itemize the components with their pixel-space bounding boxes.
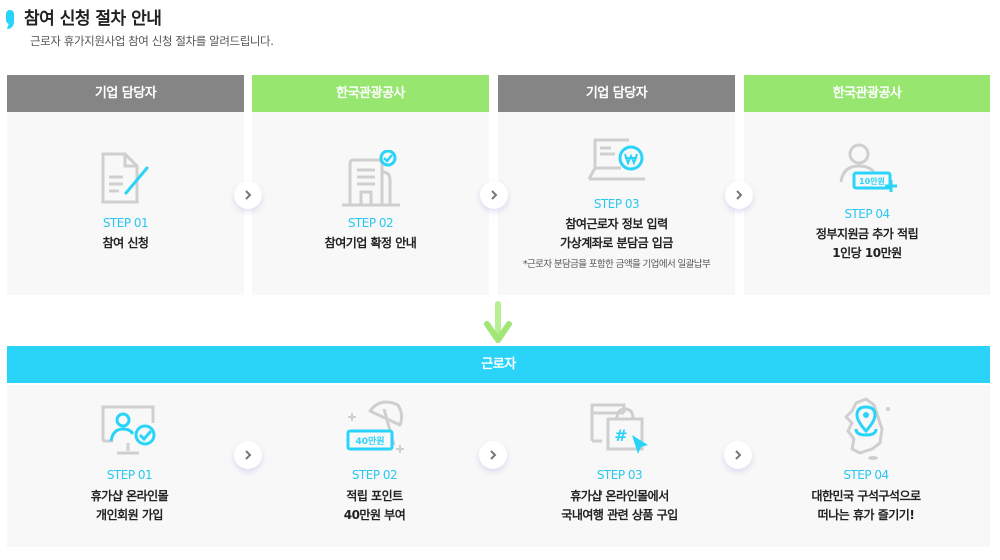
step-description: 휴가샵 온라인몰 개인회원 가입 [90,489,169,522]
step-description: 적립 포인트 40만원 부여 [343,489,406,522]
laptop-won-icon [587,138,645,181]
company-step-card-4: 한국관광공사 10만원 STEP 04 정부지원금 추가 적립 1인당 10만원 [744,75,990,295]
step-description: 참여근로자 정보 입력 가상계좌로 분담금 입금 [560,217,673,250]
monitor-user-check-icon [101,405,155,455]
chevron-right-icon [245,190,252,200]
step-description: 휴가샵 온라인몰에서 국내여행 관련 상품 구입 [561,489,678,522]
section-header: 참여 신청 절차 안내 [6,4,162,29]
svg-text:40만원: 40만원 [355,435,384,447]
company-step-card-1: 기업 담당자 STEP 01 참여 신청 [7,75,244,295]
worker-section-header: 근로자 [7,346,990,383]
step-number: STEP 03 [596,468,643,482]
company-step-card-3: 기업 담당자 STEP 03 참여근로자 정보 입력 가상계좌로 분담금 입금 … [498,75,735,295]
chevron-right-icon [735,450,742,460]
step-note: *근로자 분담금을 포함한 금액을 기업에서 일괄납부 [522,259,711,270]
next-step-arrow-button[interactable] [479,441,507,469]
step-number: STEP 02 [347,216,394,230]
arrow-down-icon [484,301,512,343]
chevron-right-icon [491,190,498,200]
step-description: 참여 신청 [102,236,149,250]
worker-process: STEP 01 휴가샵 온라인몰 개인회원 가입 40만원 STEP 02 적립… [7,385,990,547]
actor-label: 기업 담당자 [7,75,244,112]
step-description: 정부지원금 추가 적립 1인당 10만원 [815,227,919,260]
step-description: 참여기업 확정 안내 [324,236,417,250]
umbrella-card-icon: 40만원 [346,400,404,453]
next-step-arrow-button[interactable] [234,441,262,469]
shopping-hashtag-cursor-icon: # [590,403,648,454]
company-process: 기업 담당자 STEP 01 참여 신청 한국관광공사 [7,75,990,295]
step-number: STEP 01 [102,216,149,230]
svg-text:10만원: 10만원 [859,176,885,186]
actor-label: 한국관광공사 [252,75,489,112]
worker-step-2: 40만원 STEP 02 적립 포인트 40만원 부여 [252,385,497,547]
worker-step-3: # STEP 03 휴가샵 온라인몰에서 국내여행 관련 상품 구입 [497,385,742,547]
worker-step-1: STEP 01 휴가샵 온라인몰 개인회원 가입 [7,385,252,547]
page-subtitle: 근로자 휴가지원사업 참여 신청 절차를 알려드립니다. [30,34,274,48]
step-number: STEP 01 [106,468,153,482]
svg-text:#: # [614,426,627,445]
worker-step-4: STEP 04 대한민국 구석구석으로 떠나는 휴가 즐기기! [742,385,990,547]
next-step-arrow-button[interactable] [724,441,752,469]
chevron-right-icon [736,190,743,200]
step-number: STEP 02 [351,468,398,482]
quote-mark-icon [6,9,14,24]
next-step-arrow-button[interactable] [725,181,753,209]
chevron-right-icon [490,450,497,460]
person-card-plus-icon: 10만원 [839,143,897,192]
next-step-arrow-button[interactable] [480,181,508,209]
chevron-right-icon [245,450,252,460]
actor-label: 한국관광공사 [744,75,990,112]
company-step-card-2: 한국관광공사 STEP 02 참여기업 확정 안내 [252,75,489,295]
step-number: STEP 04 [843,468,889,482]
step-number: STEP 04 [844,207,890,221]
page-title: 참여 신청 절차 안내 [24,9,162,29]
korea-map-pin-icon [844,397,890,460]
step-number: STEP 03 [593,197,640,211]
document-edit-icon [101,152,148,204]
next-step-arrow-button[interactable] [234,181,262,209]
step-description: 대한민국 구석구석으로 떠나는 휴가 즐기기! [811,489,921,522]
building-check-icon [341,150,400,207]
actor-label: 기업 담당자 [498,75,735,112]
